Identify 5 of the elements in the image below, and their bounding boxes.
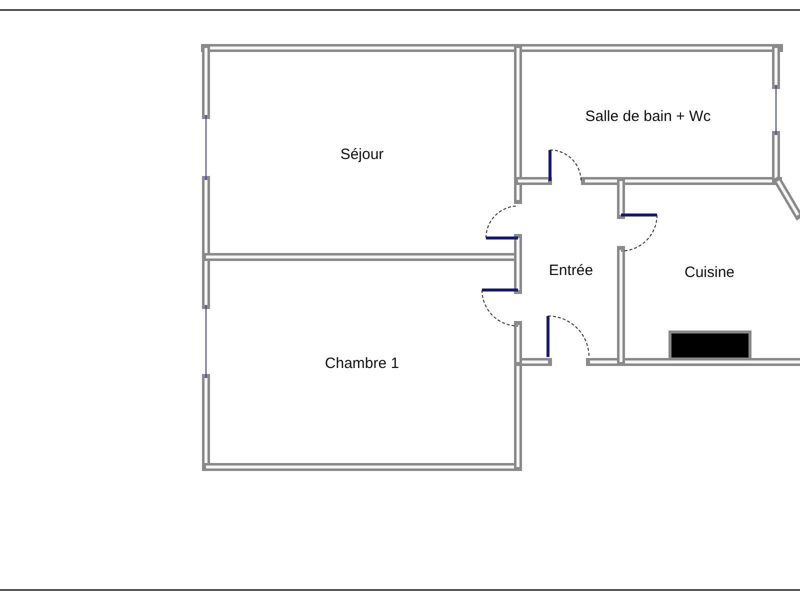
room-label: Entrée bbox=[548, 262, 594, 278]
room-label: Chambre 1 bbox=[324, 354, 400, 372]
room-label: Séjour bbox=[340, 146, 384, 162]
room-label: Salle de bain + Wc bbox=[585, 108, 711, 124]
room-label: Cuisine bbox=[684, 264, 735, 280]
